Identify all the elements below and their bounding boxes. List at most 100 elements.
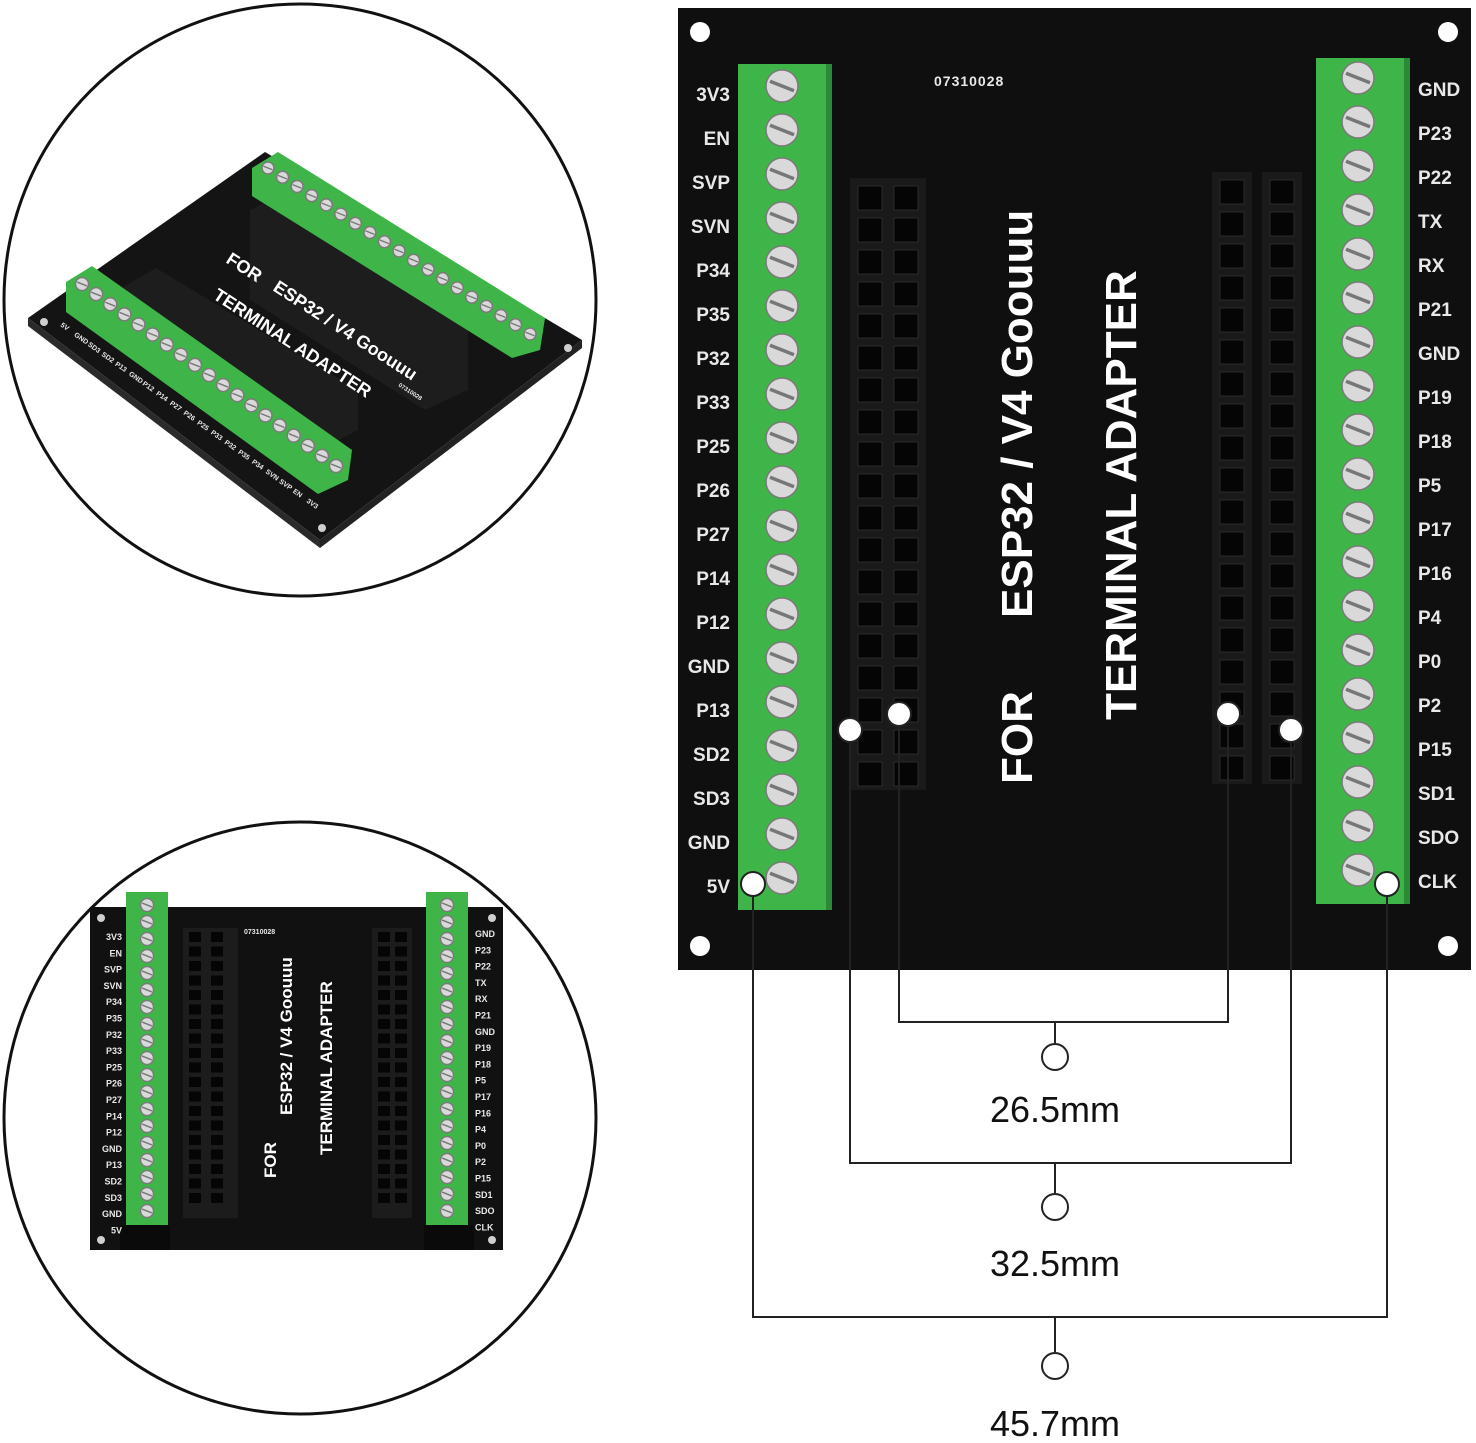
pin-label: P18 [475,1059,491,1069]
header-hole [211,1135,223,1145]
header-hole [857,473,883,499]
screw-terminal [275,170,290,184]
header-hole [378,1149,390,1160]
header-hole [857,249,883,275]
header-hole [893,665,919,691]
header-hole [211,1062,223,1073]
screw-terminal [765,465,799,499]
header-hole [1269,659,1295,685]
pin-label: SDO [1418,828,1459,849]
screw-terminal [272,418,287,433]
pin-label: TX [1418,212,1443,233]
svg-text:07310028: 07310028 [934,73,1004,89]
header-hole [211,961,223,971]
measurement-points [740,701,1400,897]
dimension-label-3: 45.7mm [990,1403,1120,1443]
board-text-for: FOR [993,691,1042,784]
dimension-marker [1041,1043,1069,1071]
header-hole [857,601,883,627]
screw-terminal [439,1033,455,1049]
header-hole [395,1033,407,1044]
header-hole [395,1120,407,1131]
screw-terminal [479,299,494,314]
dimension-label-1: 26.5mm [990,1089,1120,1130]
measurement-point [886,701,912,727]
screw-terminal [319,198,333,212]
header-hole [395,1149,407,1160]
header-hole [1269,627,1295,653]
pin-label: P19 [1418,388,1452,409]
pin-label: RX [475,994,488,1004]
header-hole [395,1135,407,1145]
pin-labels-right: GNDP23P22TXRXP21GNDP19P18P5P17P16P4P0P2P… [1418,80,1460,893]
screw-terminal [450,281,464,295]
screw-terminal [439,1118,455,1134]
header-hole [378,1120,390,1131]
screw-terminal [187,357,203,373]
header-hole [378,990,390,1000]
screw-terminal [173,347,189,363]
header-hole [893,473,919,499]
header-hole [893,441,919,467]
pin-label: P23 [1418,124,1452,145]
header-hole [1269,243,1295,269]
main-board: 07310028 3V3ENSVPSVNP34P35P32P33P25P26P2… [678,8,1471,970]
pin-label: P27 [106,1095,122,1105]
screw-terminal [765,333,799,367]
pin-label: SD1 [1418,784,1455,805]
screw-terminal [139,1016,155,1032]
dimension-label-2: 32.5mm [990,1243,1120,1284]
header-hole [211,1033,223,1044]
dimension-line-terminals [752,884,1388,1318]
header-hole [189,961,201,971]
screw-terminal [765,861,799,895]
pin-label: P27 [696,525,730,546]
header-hole [395,990,407,1000]
screw-terminal [229,387,245,403]
header-hole [189,1178,201,1189]
pin-label: P23 [475,945,491,955]
screw-terminal [286,428,301,443]
header-hole [395,1091,407,1102]
header-hole [378,1135,390,1145]
header-hole [211,1019,223,1029]
svg-text:FOR: FOR [261,1142,280,1178]
header-hole [893,377,919,403]
pin-label: P34 [696,261,730,282]
header-hole [857,633,883,659]
header-hole [893,185,919,211]
pin-label: P19 [475,1043,491,1053]
measurement-point [1278,717,1304,743]
pin-label: P14 [106,1111,122,1121]
screw-terminal [765,685,799,719]
mount-hole [1438,22,1458,42]
screw-terminal [439,1067,455,1083]
header-hole [1219,211,1245,237]
screw-terminal [139,931,155,947]
screw-terminal [439,948,455,964]
svg-text:45.7mm: 45.7mm [990,1403,1120,1443]
mount-hole [488,914,496,922]
svg-text:ESP32 / V4 Goouuu: ESP32 / V4 Goouuu [277,957,296,1115]
pin-label: P35 [696,305,730,326]
pin-label: EN [109,948,122,958]
header-hole [189,975,201,986]
header-hole [189,1091,201,1102]
screw-terminal [300,438,316,454]
header-hole [1219,563,1245,589]
screw-terminal [439,965,455,981]
header-hole [189,1004,201,1015]
pin-label: P0 [475,1141,486,1151]
header-hole [211,1106,223,1116]
svg-text:26.5mm: 26.5mm [990,1089,1120,1130]
screw-terminal [439,1101,455,1117]
header-hole [893,601,919,627]
header-hole [1219,307,1245,333]
header-hole [189,1077,201,1087]
header-hole [211,1178,223,1189]
perspective-view-circle: 5VGNDSD3SD2P13GNDP12P14P27P26P25P33P32P3… [2,2,598,598]
screw-terminal [348,216,363,231]
pin-label: P4 [1418,608,1442,629]
header-hole [1269,467,1295,493]
header-hole [893,409,919,435]
